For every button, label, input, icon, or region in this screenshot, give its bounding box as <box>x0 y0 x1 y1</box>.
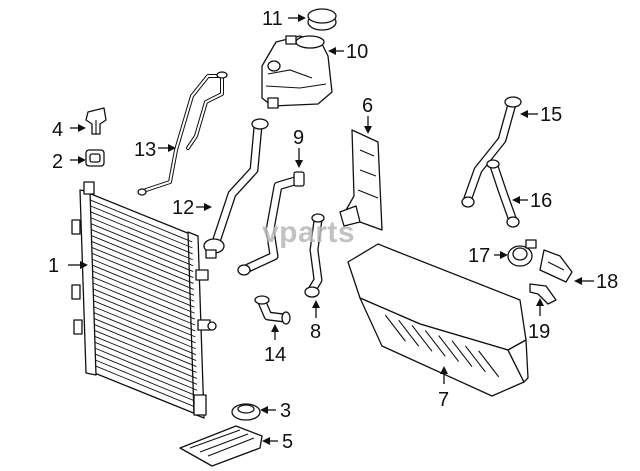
callout-9: 9 <box>293 127 304 149</box>
radiator-fin <box>94 335 197 379</box>
duct-slat <box>384 314 406 342</box>
callout-8: 8 <box>310 321 321 343</box>
radiator-fin <box>93 294 196 338</box>
radiator-fin <box>93 312 197 356</box>
radiator-fin <box>94 324 197 367</box>
hose-part-16 <box>486 159 520 228</box>
radiator-fin <box>93 306 196 350</box>
lower-shield-part-5 <box>179 425 263 467</box>
callout-19: 19 <box>528 321 550 343</box>
callout-11: 11 <box>262 8 283 30</box>
callout-15: 15 <box>540 104 562 126</box>
hose-part-15 <box>461 96 522 208</box>
watermark-text: vparts <box>262 216 355 249</box>
callout-5: 5 <box>282 431 293 453</box>
radiator-fin <box>93 288 196 332</box>
bracket-part-4 <box>85 107 107 135</box>
callout-12: 12 <box>172 197 194 219</box>
callout-labels: 1 2 3 4 5 6 7 8 9 10 11 12 13 14 15 16 1… <box>48 8 618 453</box>
upper-hose-part-12 <box>203 118 269 259</box>
clamp-part-19 <box>529 283 557 305</box>
watermark: vparts <box>262 216 355 249</box>
radiator-fin <box>94 330 197 373</box>
duct-slat <box>464 345 486 373</box>
radiator-fin <box>95 365 198 409</box>
radiator-fin <box>95 353 198 397</box>
callout-3: 3 <box>280 400 291 422</box>
callout-10: 10 <box>346 41 368 63</box>
callout-1: 1 <box>48 255 59 277</box>
radiator-fin <box>92 258 195 302</box>
radiator-fin <box>95 359 198 403</box>
air-duct-part-7 <box>347 243 529 397</box>
lower-hose-part-9 <box>237 171 305 276</box>
duct-slat <box>424 330 446 357</box>
radiator-fin <box>92 264 195 308</box>
cap-part-11 <box>307 8 337 31</box>
radiator-fin <box>93 300 196 344</box>
radiator-fin <box>94 318 197 362</box>
air-guide-part-6 <box>339 129 383 231</box>
radiator-fin <box>91 229 194 273</box>
radiator-fin <box>95 347 198 391</box>
duct-slat <box>478 350 500 378</box>
callout-2: 2 <box>52 151 63 173</box>
leader-lines <box>68 14 594 445</box>
vent-hose-part-13 <box>137 71 228 196</box>
duct-slat <box>438 335 460 362</box>
radiator-fin <box>94 341 198 385</box>
radiator-fin <box>90 205 193 249</box>
radiator-fin <box>91 252 195 296</box>
radiator-fin <box>91 235 194 278</box>
radiator-fin <box>90 217 193 261</box>
duct-slat <box>451 340 473 368</box>
radiator <box>71 181 217 419</box>
clip-part-2 <box>85 149 105 167</box>
bracket-part-18 <box>539 249 573 283</box>
callout-7: 7 <box>438 389 449 411</box>
radiator-fin <box>91 241 194 284</box>
radiator-fin <box>92 282 196 326</box>
callout-16: 16 <box>530 190 552 212</box>
hose-part-8 <box>304 213 325 298</box>
expansion-tank-part-10 <box>261 35 333 109</box>
callout-18: 18 <box>596 271 618 293</box>
callout-6: 6 <box>362 95 373 117</box>
callout-17: 17 <box>468 245 490 267</box>
callout-14: 14 <box>264 344 286 366</box>
radiator-fin <box>90 223 194 267</box>
radiator-fin <box>90 211 193 255</box>
grommet-part-3 <box>231 403 261 421</box>
elbow-hose-part-14 <box>254 295 291 325</box>
duct-slat <box>398 319 420 347</box>
pump-part-17 <box>507 239 537 267</box>
radiator-fin <box>92 270 195 314</box>
radiator-fin <box>91 246 194 290</box>
callout-13: 13 <box>134 139 156 161</box>
radiator-fin <box>90 199 193 243</box>
radiator-fin <box>92 276 195 320</box>
duct-slat <box>411 324 433 352</box>
callout-4: 4 <box>52 119 63 141</box>
